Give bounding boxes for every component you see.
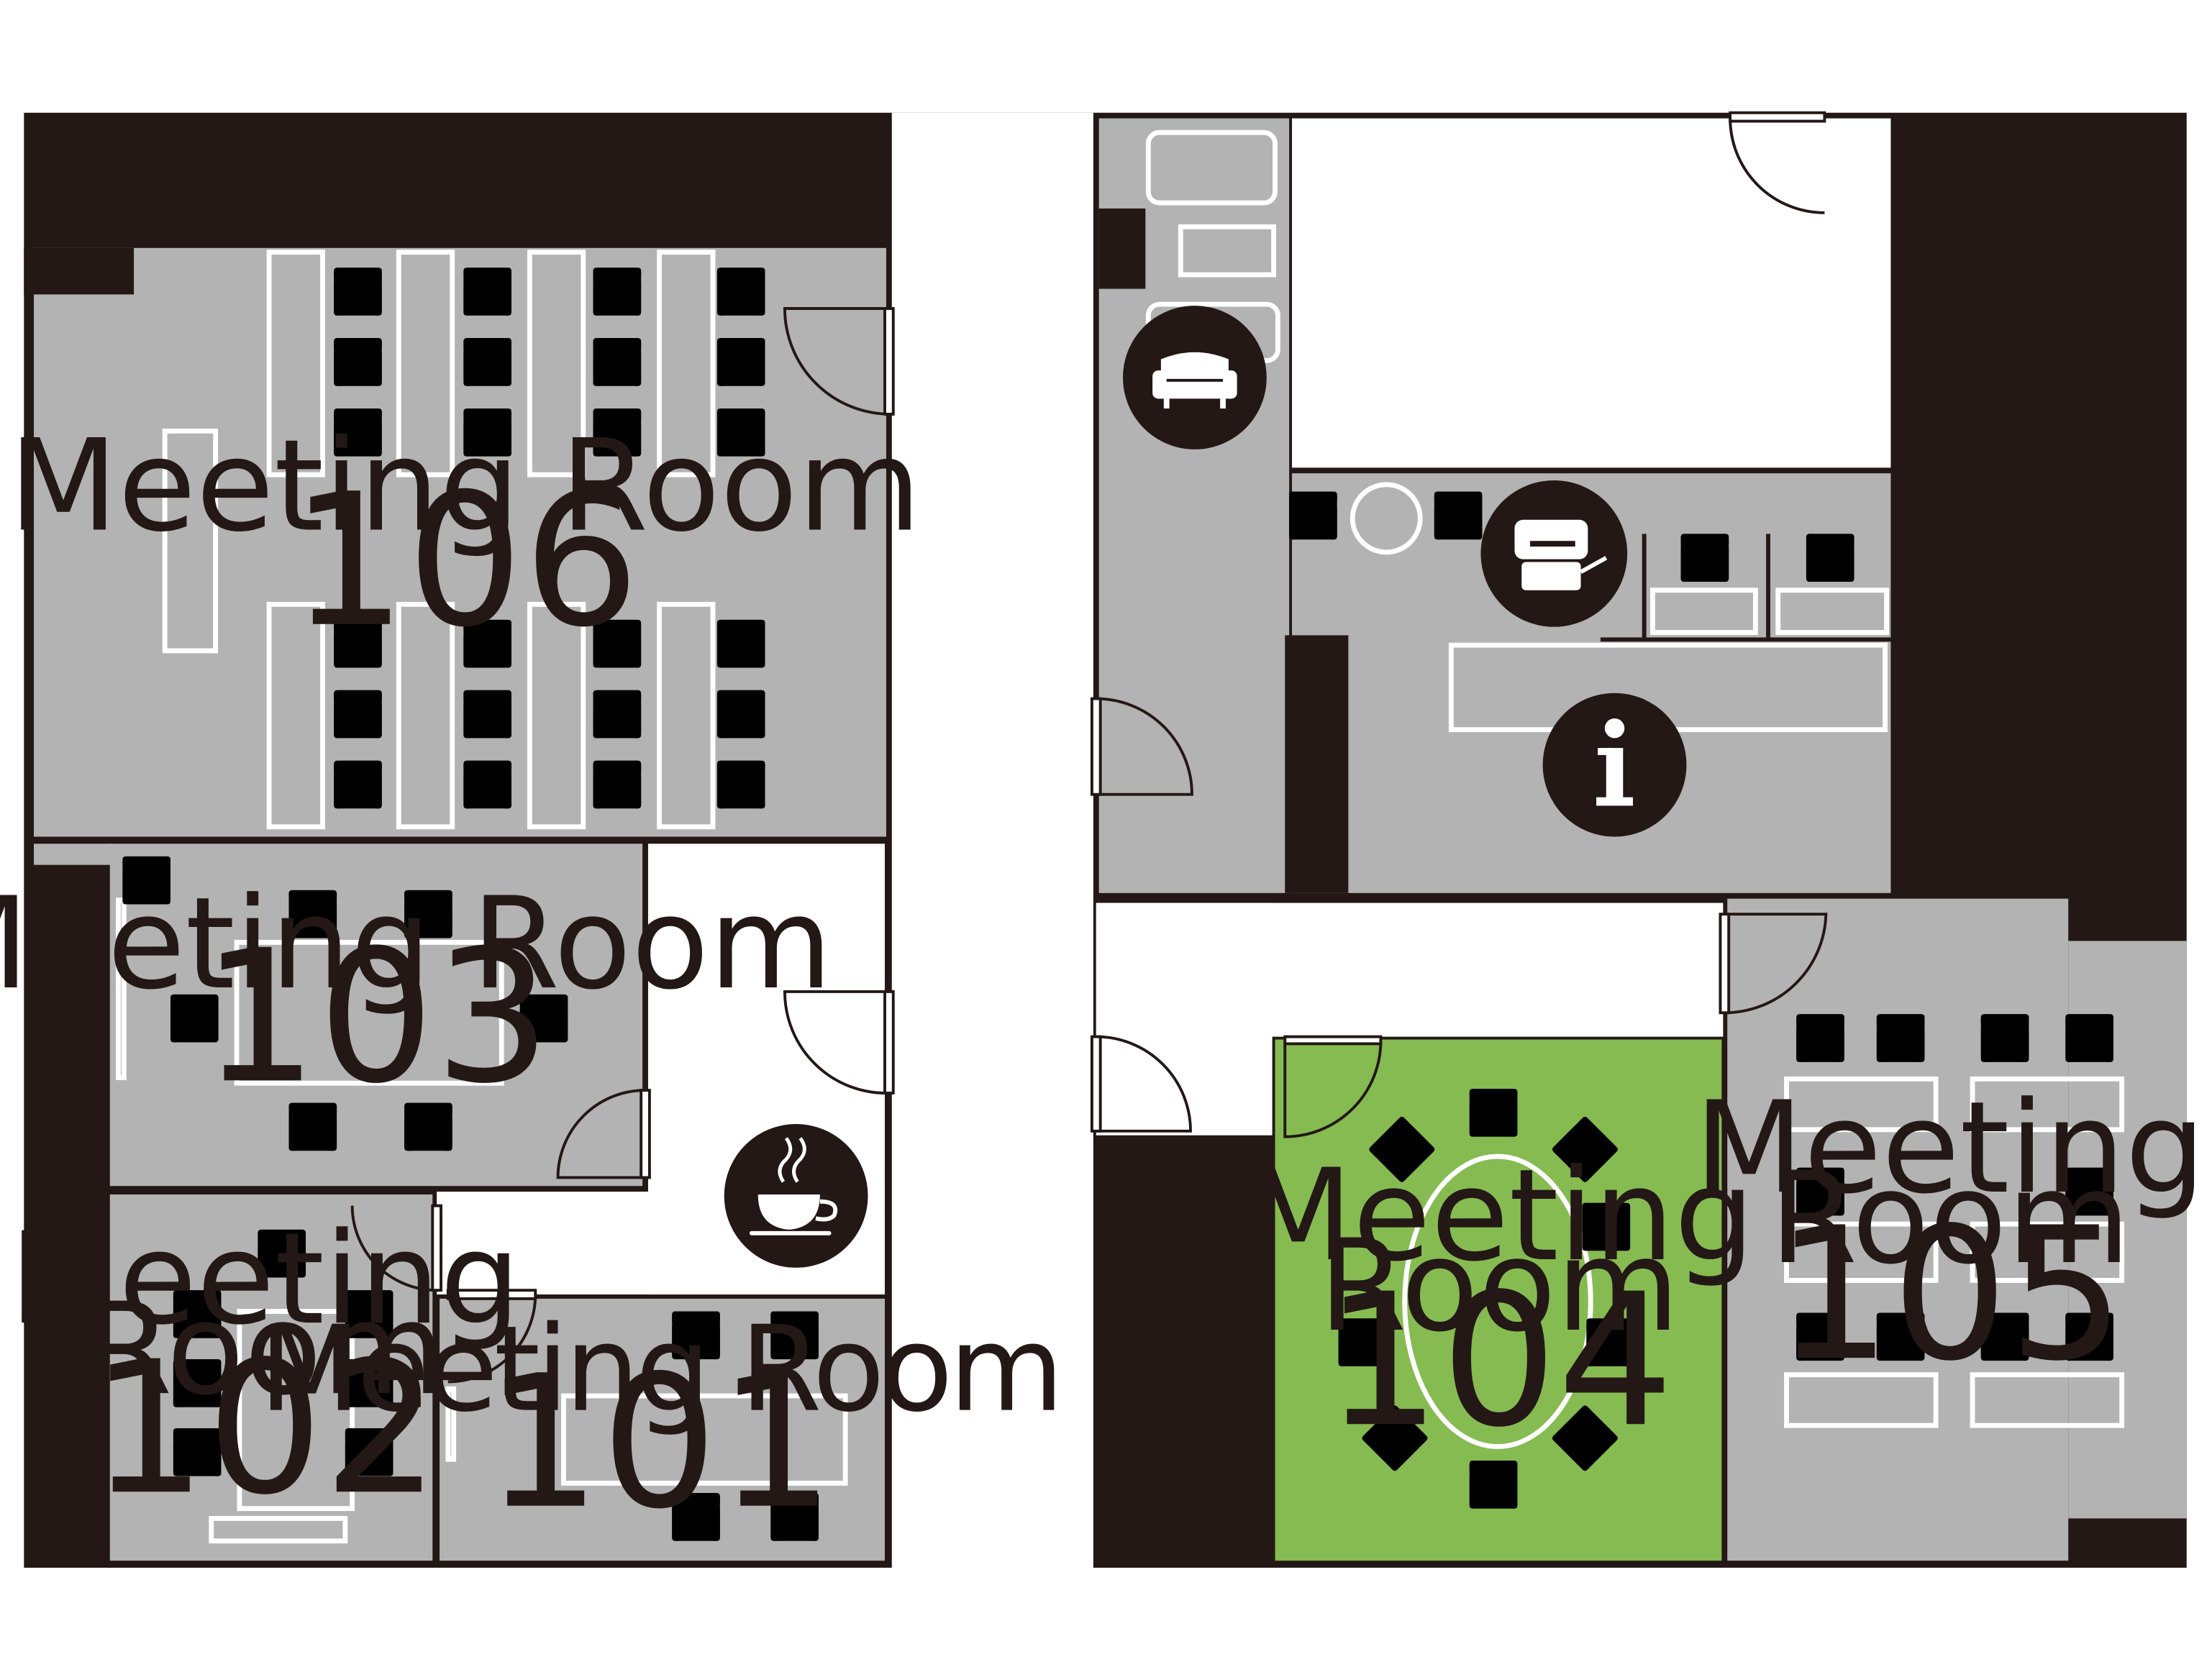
room-106-number: 106 — [290, 455, 640, 668]
room-105-name-line2: Room — [1770, 1144, 2131, 1292]
room-101-name: Meeting Room — [259, 1300, 1060, 1438]
sofa-icon[interactable] — [1123, 306, 1267, 449]
room-106-furniture — [162, 250, 765, 830]
room-102-label: Meeting Room 102 — [9, 1205, 521, 1535]
door-office — [1729, 111, 1826, 214]
room-104-label: Meeting Room 104 — [1244, 1141, 1755, 1468]
door-106b — [783, 990, 895, 1095]
room-103-alcove — [34, 844, 113, 865]
room-103-name: Meeting Room — [0, 869, 832, 1018]
door-lounge — [1090, 697, 1193, 796]
room-104-name-line2: Room — [1319, 1212, 1680, 1360]
coffee-cup-icon[interactable] — [724, 1124, 868, 1268]
printer-icon[interactable] — [1480, 480, 1628, 627]
lounge-wall-stub — [1098, 208, 1146, 289]
room-106-label: Meeting Room 106 — [9, 412, 921, 668]
room-105-furniture — [1784, 1014, 2125, 1428]
door-corridor — [1090, 1035, 1192, 1133]
door-105 — [1719, 913, 1828, 1015]
information-icon[interactable] — [1542, 693, 1687, 837]
room-105-number: 105 — [1775, 1189, 2125, 1402]
door-101 — [446, 1289, 537, 1384]
room-104-name-line1: Meeting — [1244, 1141, 1755, 1289]
room-105-name-line1: Meeting — [1694, 1074, 2206, 1222]
room-101-furniture — [445, 1311, 848, 1541]
doors — [350, 111, 1828, 1384]
reception-partition — [1285, 635, 1349, 893]
room-103-number: 103 — [201, 911, 551, 1124]
door-102 — [350, 1204, 442, 1292]
room-103-furniture — [116, 856, 568, 1151]
room-105-label: Meeting Room 105 — [1694, 1074, 2206, 1402]
room-102-furniture — [173, 1229, 393, 1544]
room-102-number: 102 — [90, 1322, 440, 1535]
room-102-name-line2: Room — [84, 1275, 445, 1423]
room-101-number: 101 — [485, 1337, 834, 1550]
room-103-label: Meeting Room 103 — [0, 869, 832, 1124]
room-104-furniture — [1338, 1089, 1634, 1509]
room-106-name: Meeting Room — [9, 412, 921, 560]
reception-counter-lines — [1600, 534, 1895, 642]
door-106 — [783, 307, 895, 416]
door-103 — [556, 1089, 651, 1179]
room-101-label: Meeting Room 101 — [259, 1300, 1064, 1550]
room-104-number: 104 — [1324, 1255, 1674, 1468]
room-102-name-line1: Meeting — [9, 1205, 521, 1353]
room-106-notch — [24, 247, 135, 295]
door-104 — [1283, 1035, 1383, 1138]
